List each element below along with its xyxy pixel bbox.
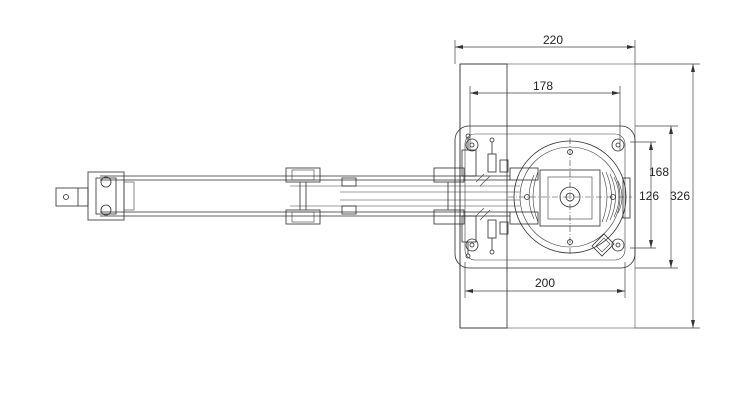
arm-elbow-joint bbox=[433, 167, 465, 225]
dim-label-168: 168 bbox=[649, 165, 669, 179]
dimension-168 bbox=[635, 125, 678, 269]
dim-label-178: 178 bbox=[533, 79, 553, 93]
dim-label-326: 326 bbox=[670, 189, 690, 203]
dimension-178 bbox=[469, 86, 621, 150]
corner-bolts bbox=[465, 138, 625, 252]
gearbox bbox=[539, 169, 601, 227]
dimension-200 bbox=[464, 262, 626, 298]
base-plate bbox=[454, 125, 636, 269]
dim-label-126: 126 bbox=[639, 189, 659, 203]
gearbox-hub bbox=[559, 186, 581, 208]
base-plate-inner bbox=[464, 133, 626, 261]
mount-bolts bbox=[524, 149, 616, 245]
end-effector bbox=[55, 187, 89, 207]
dim-label-200: 200 bbox=[535, 276, 555, 290]
mount-column bbox=[459, 63, 508, 329]
shoulder-clamps bbox=[461, 133, 539, 259]
section-hatch bbox=[475, 173, 491, 221]
angle-bracket bbox=[591, 233, 615, 257]
dimension-220 bbox=[454, 40, 636, 64]
motor-connector bbox=[622, 177, 631, 219]
dim-label-220: 220 bbox=[543, 33, 563, 47]
dimension-126 bbox=[630, 141, 656, 249]
wrist-joint bbox=[87, 171, 135, 221]
arm-mid-joint bbox=[285, 167, 357, 225]
gearbox-shaft bbox=[565, 192, 575, 202]
gearbox-inner bbox=[547, 176, 593, 220]
dimension-326 bbox=[635, 63, 700, 329]
